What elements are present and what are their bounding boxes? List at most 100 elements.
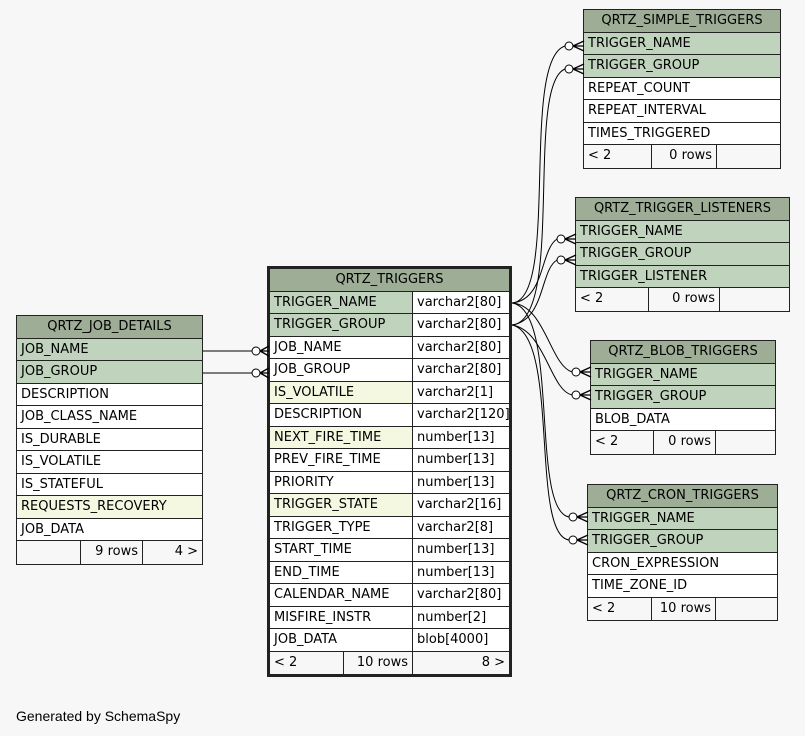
column-name: REPEAT_INTERVAL <box>584 100 780 122</box>
column-type: varchar2[16] <box>412 494 509 516</box>
column-name: PREV_FIRE_TIME <box>270 449 412 471</box>
column-name: JOB_NAME <box>270 336 412 358</box>
column-name: JOB_DATA <box>17 518 202 540</box>
table-qrtz-blob-triggers: QRTZ_BLOB_TRIGGERS TRIGGER_NAME TRIGGER_… <box>590 340 776 455</box>
column-name: JOB_DATA <box>270 629 412 651</box>
table-title[interactable]: QRTZ_JOB_DETAILS <box>17 316 202 338</box>
parents-link[interactable]: < 2 <box>591 431 653 454</box>
column-name: CRON_EXPRESSION <box>588 552 777 574</box>
row-count: 10 rows <box>343 651 412 674</box>
children-link <box>715 431 775 454</box>
column-type: varchar2[80] <box>412 336 509 358</box>
column-name: JOB_CLASS_NAME <box>17 406 202 428</box>
column-type: varchar2[80] <box>412 584 509 606</box>
table-qrtz-job-details: QRTZ_JOB_DETAILS JOB_NAME JOB_GROUP DESC… <box>16 315 203 565</box>
parents-link[interactable]: < 2 <box>270 651 343 674</box>
column-name: DESCRIPTION <box>270 404 412 426</box>
column-name: CALENDAR_NAME <box>270 584 412 606</box>
column-name: TIME_ZONE_ID <box>588 575 777 597</box>
parents-link[interactable]: < 2 <box>576 288 648 311</box>
column-type: number[13] <box>412 449 509 471</box>
column-type: varchar2[120] <box>412 404 509 426</box>
column-name: JOB_NAME <box>17 338 202 360</box>
table-title[interactable]: QRTZ_BLOB_TRIGGERS <box>591 341 775 363</box>
edge-end-circle <box>251 368 261 378</box>
table-title[interactable]: QRTZ_SIMPLE_TRIGGERS <box>584 10 780 32</box>
children-link <box>719 288 789 311</box>
column-name: DESCRIPTION <box>17 383 202 405</box>
column-name: TRIGGER_NAME <box>270 291 412 313</box>
column-name: NEXT_FIRE_TIME <box>270 426 412 448</box>
parents-count <box>17 541 80 564</box>
column-type: varchar2[80] <box>412 359 509 381</box>
column-type: number[2] <box>412 606 509 628</box>
column-name: TRIGGER_GROUP <box>591 386 775 408</box>
generated-by-label: Generated by SchemaSpy <box>16 708 181 724</box>
column-name: TRIGGER_STATE <box>270 494 412 516</box>
column-name: PRIORITY <box>270 471 412 493</box>
column-type: varchar2[1] <box>412 381 509 403</box>
column-name: TRIGGER_NAME <box>576 220 789 242</box>
row-count: 0 rows <box>653 431 715 454</box>
column-type: number[13] <box>412 471 509 493</box>
edge-blob-trigger-name <box>511 302 573 373</box>
column-name: IS_DURABLE <box>17 428 202 450</box>
column-type: number[13] <box>412 426 509 448</box>
edge-listener-trigger-name <box>511 238 558 304</box>
column-name: TRIGGER_NAME <box>591 363 775 385</box>
edge-end-circle <box>568 512 578 522</box>
column-name: JOB_GROUP <box>17 361 202 383</box>
edge-end-circle <box>564 41 574 51</box>
table-qrtz-trigger-listeners: QRTZ_TRIGGER_LISTENERS TRIGGER_NAME TRIG… <box>575 197 790 312</box>
column-name: TRIGGER_GROUP <box>270 314 412 336</box>
edge-end-circle <box>251 346 261 356</box>
row-count: 9 rows <box>80 541 142 564</box>
column-name: MISFIRE_INSTR <box>270 606 412 628</box>
edge-end-circle <box>571 367 581 377</box>
column-type: varchar2[80] <box>412 291 509 313</box>
edge-end-circle <box>571 390 581 400</box>
edge-simple-trigger-group <box>511 68 566 326</box>
edge-listener-trigger-group <box>511 259 558 326</box>
row-count: 0 rows <box>651 145 716 168</box>
table-title[interactable]: QRTZ_TRIGGER_LISTENERS <box>576 198 789 220</box>
column-name: TRIGGER_GROUP <box>588 530 777 552</box>
column-type: blob[4000] <box>412 629 509 651</box>
column-type: varchar2[8] <box>412 516 509 538</box>
edge-cron-trigger-name <box>511 302 570 518</box>
column-name: TRIGGER_GROUP <box>576 243 789 265</box>
column-name: BLOB_DATA <box>591 408 775 430</box>
edge-end-circle <box>556 255 566 265</box>
parents-link[interactable]: < 2 <box>588 597 651 620</box>
edge-simple-trigger-name <box>511 45 566 304</box>
edge-blob-trigger-group <box>511 324 573 396</box>
edge-end-circle <box>564 64 574 74</box>
edge-cron-trigger-group <box>511 324 570 541</box>
children-link <box>716 145 780 168</box>
children-link <box>715 597 777 620</box>
column-name: JOB_GROUP <box>270 359 412 381</box>
column-name: IS_STATEFUL <box>17 473 202 495</box>
column-name: TRIGGER_LISTENER <box>576 265 789 287</box>
children-link[interactable]: 8 > <box>412 651 509 674</box>
row-count: 0 rows <box>648 288 719 311</box>
children-link[interactable]: 4 > <box>142 541 202 564</box>
parents-link[interactable]: < 2 <box>584 145 651 168</box>
edge-end-circle <box>556 234 566 244</box>
column-name: IS_VOLATILE <box>270 381 412 403</box>
column-name: END_TIME <box>270 561 412 583</box>
column-name: REPEAT_COUNT <box>584 77 780 99</box>
table-qrtz-simple-triggers: QRTZ_SIMPLE_TRIGGERS TRIGGER_NAME TRIGGE… <box>583 9 781 169</box>
column-type: varchar2[80] <box>412 314 509 336</box>
table-title[interactable]: QRTZ_TRIGGERS <box>270 269 509 291</box>
column-name: TIMES_TRIGGERED <box>584 122 780 144</box>
column-name: IS_VOLATILE <box>17 451 202 473</box>
column-name: TRIGGER_TYPE <box>270 516 412 538</box>
column-name: START_TIME <box>270 539 412 561</box>
table-title[interactable]: QRTZ_CRON_TRIGGERS <box>588 485 777 507</box>
column-type: number[13] <box>412 539 509 561</box>
table-qrtz-cron-triggers: QRTZ_CRON_TRIGGERS TRIGGER_NAME TRIGGER_… <box>587 484 778 621</box>
column-name: REQUESTS_RECOVERY <box>17 496 202 518</box>
edge-end-circle <box>568 535 578 545</box>
